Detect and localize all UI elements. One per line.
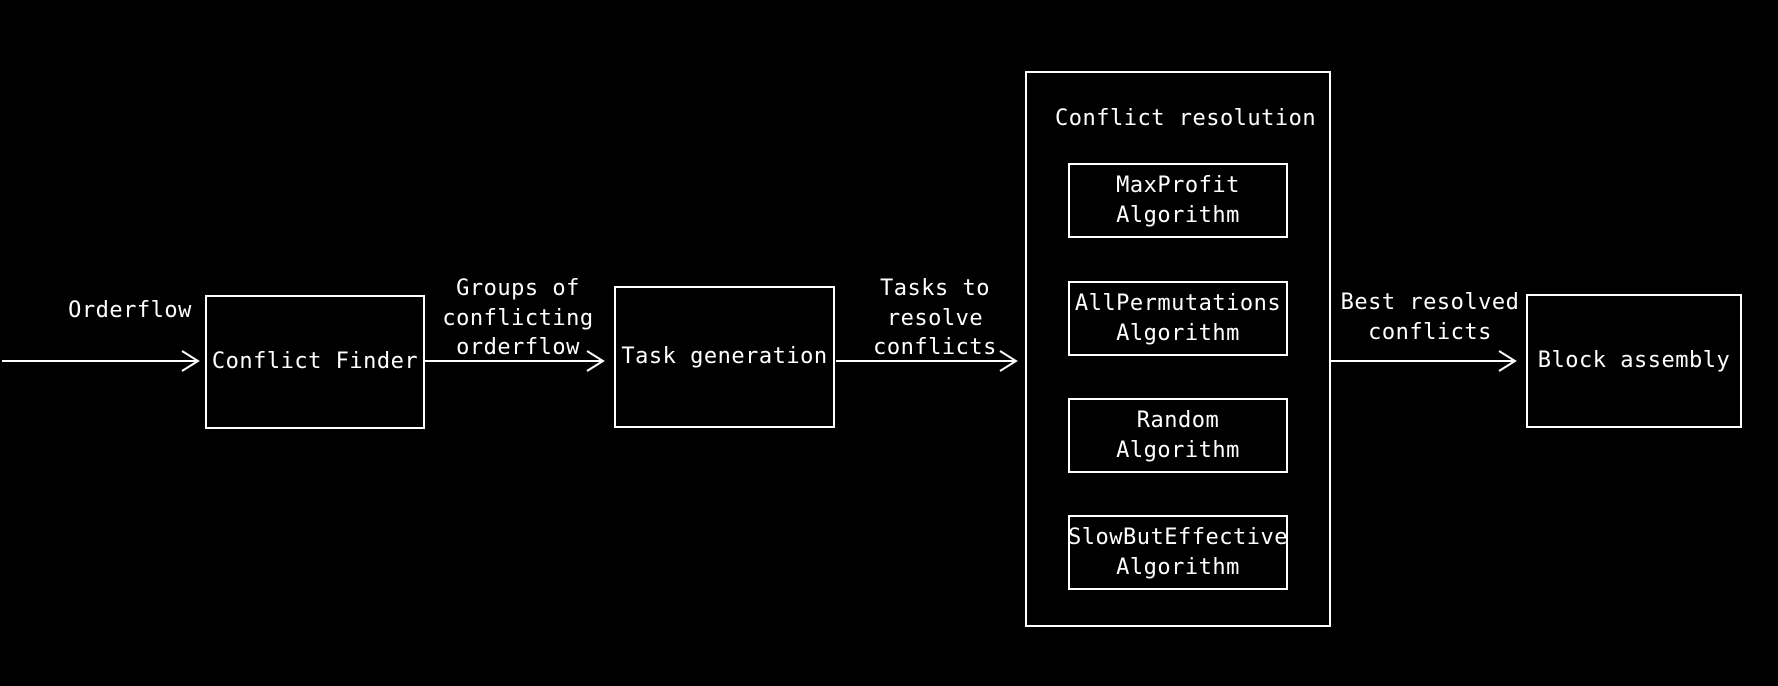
edge-label-best-resolved-conflicts: Best resolved conflicts bbox=[1340, 290, 1520, 345]
arrow-input-to-conflict-finder bbox=[2, 350, 200, 372]
arrow-task-generation-to-conflict-resolution bbox=[836, 350, 1018, 372]
edge-label-groups-of-conflicting-orderflow: Groups of conflicting orderflow bbox=[442, 276, 594, 361]
edge-label-tasks-to-resolve-conflicts: Tasks to resolve conflicts bbox=[873, 276, 997, 361]
algo-box-random[interactable]: Random Algorithm bbox=[1068, 398, 1288, 473]
node-conflict-finder[interactable]: Conflict Finder bbox=[205, 295, 425, 429]
node-task-generation[interactable]: Task generation bbox=[614, 286, 835, 428]
algo-box-slowbuteffective[interactable]: SlowButEffective Algorithm bbox=[1068, 515, 1288, 590]
algo-box-allpermutations[interactable]: AllPermutations Algorithm bbox=[1068, 281, 1288, 356]
group-title-conflict-resolution: Conflict resolution bbox=[1055, 106, 1317, 131]
node-block-assembly[interactable]: Block assembly bbox=[1526, 294, 1742, 428]
arrow-conflict-finder-to-task-generation bbox=[425, 350, 605, 372]
arrow-conflict-resolution-to-block-assembly bbox=[1331, 350, 1517, 372]
edge-label-orderflow: Orderflow bbox=[68, 298, 192, 323]
algo-box-maxprofit[interactable]: MaxProfit Algorithm bbox=[1068, 163, 1288, 238]
